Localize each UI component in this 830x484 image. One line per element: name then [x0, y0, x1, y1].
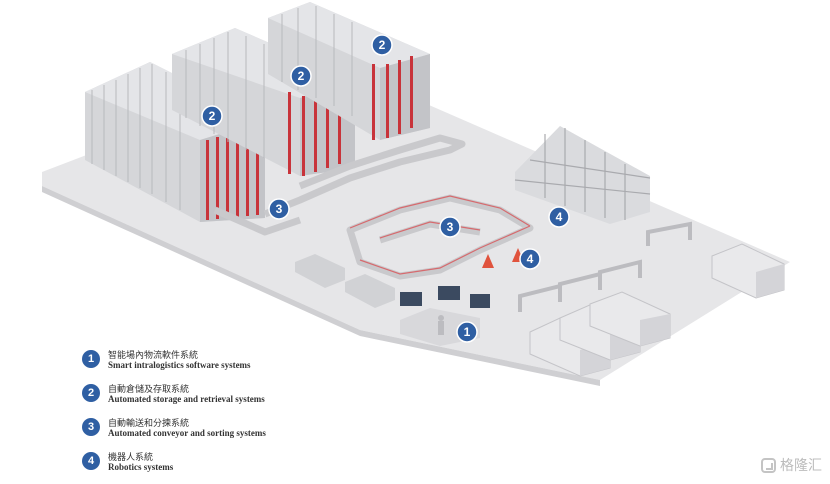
- watermark: 格隆汇: [761, 455, 822, 475]
- marker-number: 4: [556, 210, 563, 224]
- legend-label-zh: 自動輸送和分揀系統: [108, 419, 190, 429]
- marker-storage: 2: [371, 34, 393, 56]
- legend-item-conveyor: 3 自動輸送和分揀系統 Automated conveyor and sorti…: [82, 416, 382, 450]
- packing-stations: [295, 254, 395, 308]
- marker-circle: [268, 198, 290, 220]
- legend-item-storage: 2 自動倉儲及存取系統 Automated storage and retrie…: [82, 382, 382, 416]
- legend-badge: 4: [82, 452, 100, 470]
- marker-circle: [548, 206, 570, 228]
- marker-software: 1: [456, 321, 478, 343]
- legend-badge: 3: [82, 418, 100, 436]
- marker-number: 1: [464, 325, 471, 339]
- marker-number: 4: [527, 252, 534, 266]
- legend-label-en: Smart intralogistics software systems: [108, 360, 251, 370]
- marker-circle: [371, 34, 393, 56]
- legend-badge: 2: [82, 384, 100, 402]
- legend-item-robotics: 4 機器人系統 Robotics systems: [82, 450, 382, 484]
- gelonghui-logo-icon: [761, 457, 776, 473]
- marker-robotics: 4: [519, 248, 541, 270]
- conveyor-network: [213, 134, 534, 280]
- marker-storage: 2: [201, 105, 223, 127]
- marker-storage: 2: [290, 65, 312, 87]
- marker-circle: [439, 216, 461, 238]
- legend: 1 智能場內物流軟件系統 Smart intralogistics softwa…: [82, 348, 382, 484]
- legend-label-zh: 智能場內物流軟件系統: [108, 351, 199, 361]
- trucks: [529, 243, 785, 377]
- marker-number: 3: [276, 202, 283, 216]
- conveyor-red-rails: [349, 195, 531, 275]
- loading-dock-frames: [518, 221, 692, 312]
- legend-label-en: Automated storage and retrieval systems: [108, 394, 265, 404]
- marker-number: 2: [379, 38, 386, 52]
- marker-conveyor: 3: [439, 216, 461, 238]
- marker-robotics: 4: [548, 206, 570, 228]
- system-markers: 2 2 2 3 3 4 4 1: [201, 34, 570, 343]
- robotics-rack-area: [514, 126, 651, 224]
- marker-number: 2: [209, 109, 216, 123]
- legend-label-zh: 自動倉儲及存取系統: [108, 385, 190, 395]
- marker-conveyor: 3: [268, 198, 290, 220]
- marker-circle: [456, 321, 478, 343]
- marker-circle: [201, 105, 223, 127]
- legend-label-zh: 機器人系統: [108, 453, 154, 463]
- marker-number: 3: [447, 220, 454, 234]
- marker-circle: [290, 65, 312, 87]
- marker-number: 2: [298, 69, 305, 83]
- legend-item-software: 1 智能場內物流軟件系統 Smart intralogistics softwa…: [82, 348, 382, 382]
- legend-badge: 1: [82, 350, 100, 368]
- marker-circle: [519, 248, 541, 270]
- legend-label-en: Robotics systems: [108, 462, 174, 472]
- legend-label-en: Automated conveyor and sorting systems: [108, 428, 266, 438]
- watermark-text: 格隆汇: [780, 458, 822, 474]
